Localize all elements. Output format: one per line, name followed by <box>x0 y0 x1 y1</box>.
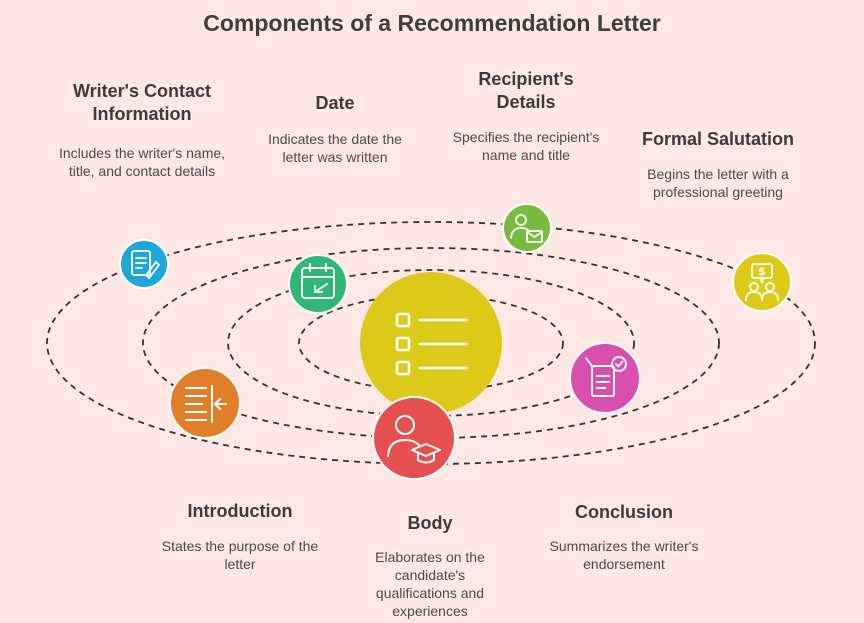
node-salutation: $ <box>732 252 792 312</box>
graduate-icon <box>387 415 441 464</box>
node-writer <box>119 239 169 289</box>
label-date: Date Indicates the date the letter was w… <box>255 92 415 166</box>
conclusion-desc: Summarizes the writer's endorsement <box>549 538 699 572</box>
orbit-ring-1 <box>298 294 564 392</box>
checklist-document-icon <box>585 356 627 397</box>
label-body: Body Elaborates on the candidate's quali… <box>358 512 502 620</box>
node-date <box>288 254 348 314</box>
calendar-icon <box>301 263 335 299</box>
date-desc: Indicates the date the letter was writte… <box>268 131 402 165</box>
align-right-arrow-icon <box>185 385 227 423</box>
node-body <box>372 396 456 480</box>
orbit-ring-2 <box>227 269 635 417</box>
label-recipient: Recipient's Details Specifies the recipi… <box>446 68 606 164</box>
checklist-icon <box>395 312 468 376</box>
contact-document-icon <box>131 250 161 280</box>
writer-name: Writer's Contact Information <box>73 81 211 124</box>
recipient-desc: Specifies the recipient's name and title <box>452 129 600 163</box>
date-name: Date <box>315 93 355 113</box>
diagram-title: Components of a Recommendation Letter <box>203 10 661 36</box>
label-introduction: Introduction States the purpose of the l… <box>160 500 320 573</box>
salutation-desc: Begins the letter with a professional gr… <box>647 166 789 200</box>
label-conclusion: Conclusion Summarizes the writer's endor… <box>540 501 708 573</box>
label-writer: Writer's Contact Information Includes th… <box>54 80 230 180</box>
node-introduction <box>169 367 241 439</box>
writer-desc: Includes the writer's name, title, and c… <box>58 145 226 179</box>
body-desc: Elaborates on the candidate's qualificat… <box>375 549 485 619</box>
body-name: Body <box>407 513 453 533</box>
introduction-desc: States the purpose of the letter <box>161 538 319 572</box>
person-mail-icon <box>510 214 543 243</box>
svg-text:$: $ <box>758 265 766 278</box>
center-node <box>360 272 502 414</box>
introduction-name: Introduction <box>187 501 293 521</box>
salutation-name: Formal Salutation <box>641 129 794 149</box>
node-recipient <box>502 203 552 253</box>
conclusion-name: Conclusion <box>575 502 673 522</box>
label-salutation: Formal Salutation Begins the letter with… <box>628 128 808 201</box>
greeting-people-icon: $ <box>745 263 779 301</box>
node-conclusion <box>569 342 641 414</box>
recipient-name: Recipient's Details <box>478 69 574 112</box>
